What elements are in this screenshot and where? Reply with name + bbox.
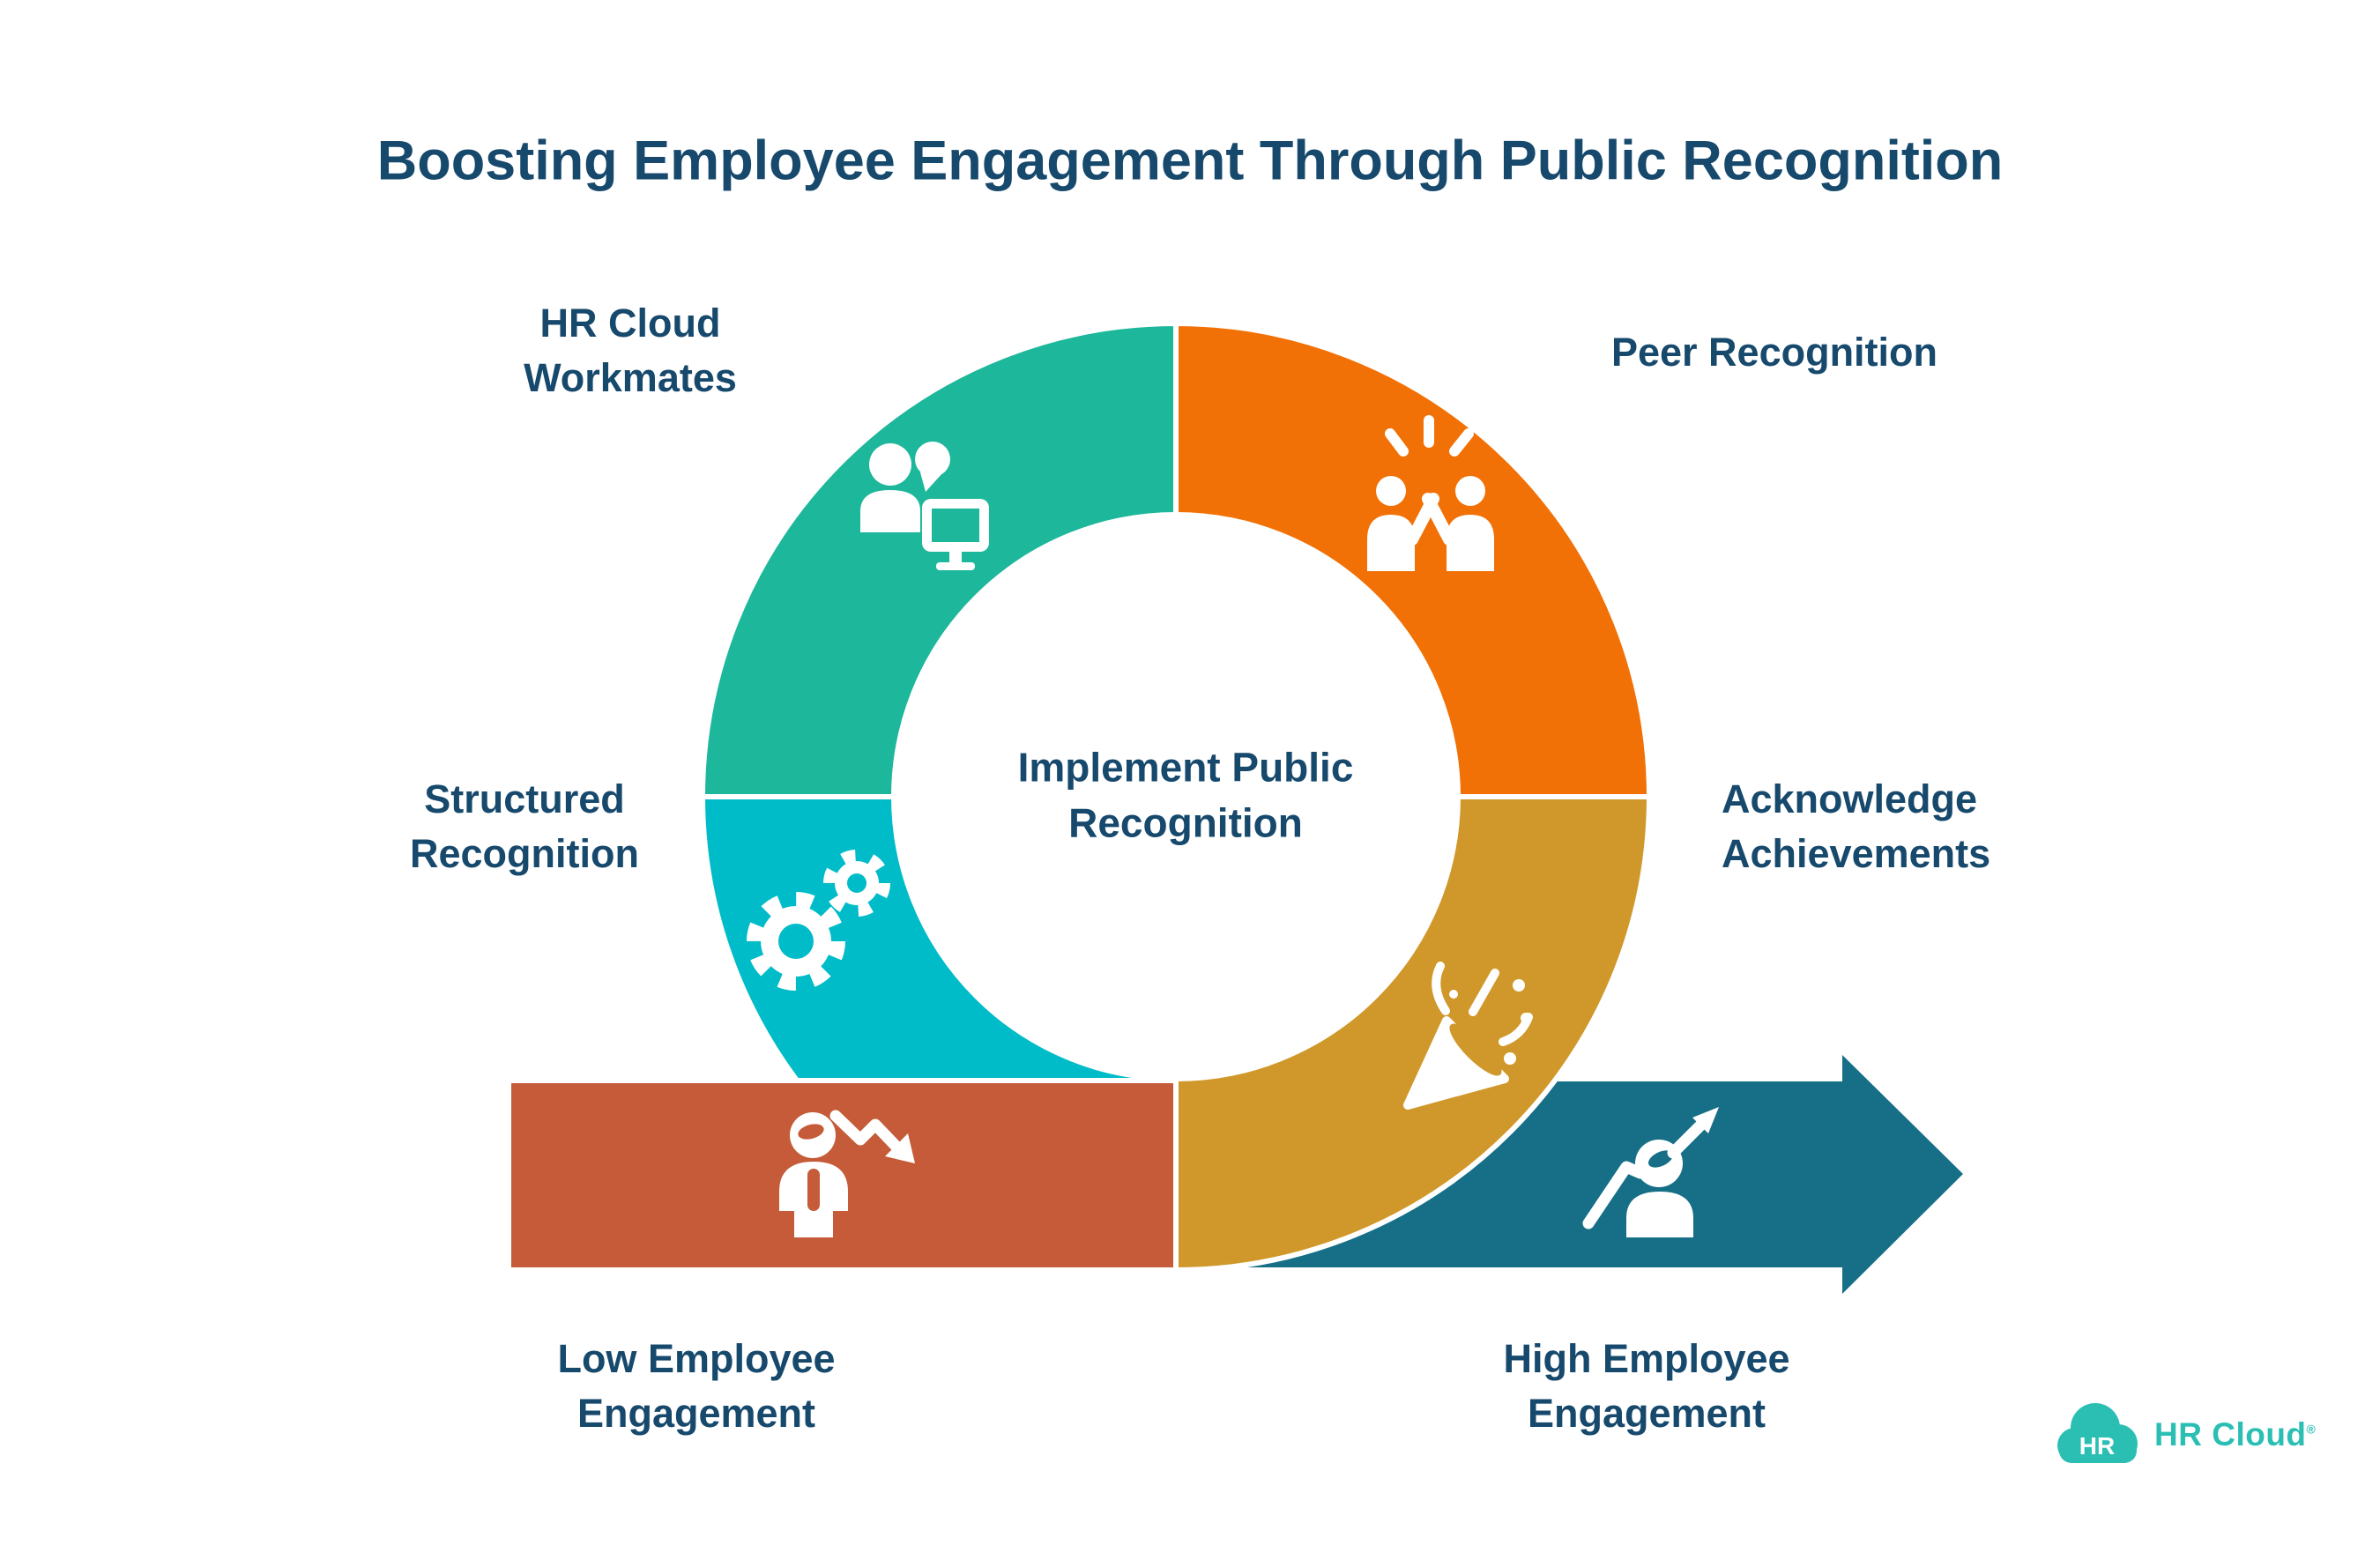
label-low-employee-engagement: Low Employee Engagement [557,1335,836,1436]
page-title: Boosting Employee Engagement Through Pub… [376,130,2004,192]
label-hr-cloud-workmates: HR Cloud Workmates [524,300,737,400]
label-peer-recognition: Peer Recognition [1610,329,1938,375]
logo-badge-text: HR [2079,1432,2115,1460]
segment-acknowledge-achievements [1173,794,1653,1274]
label-acknowledge-achievements: Acknowledge Achievements [1722,776,1991,876]
registered-mark: ® [2306,1422,2317,1437]
segment-hr-cloud-workmates [699,320,1179,799]
person-rising-icon [1582,1107,1719,1237]
people-with-monitor-icon [860,442,989,570]
cloud-logo-icon: HR [2057,1403,2138,1463]
label-high-employee-engagement: High Employee Engagement [1503,1335,1790,1436]
hr-cloud-logo: HR HR Cloud® [2054,1400,2316,1470]
logo-brand-text: HR Cloud® [2154,1416,2316,1453]
gears-icon [747,850,890,991]
label-structured-recognition: Structured Recognition [410,776,639,876]
high-five-icon [1367,415,1494,571]
person-declining-icon [779,1110,915,1237]
party-popper-icon [1403,962,1533,1110]
logo-brand-name: HR Cloud [2154,1416,2307,1452]
label-implement-public-recognition: Implement Public Recognition [1017,744,1354,846]
